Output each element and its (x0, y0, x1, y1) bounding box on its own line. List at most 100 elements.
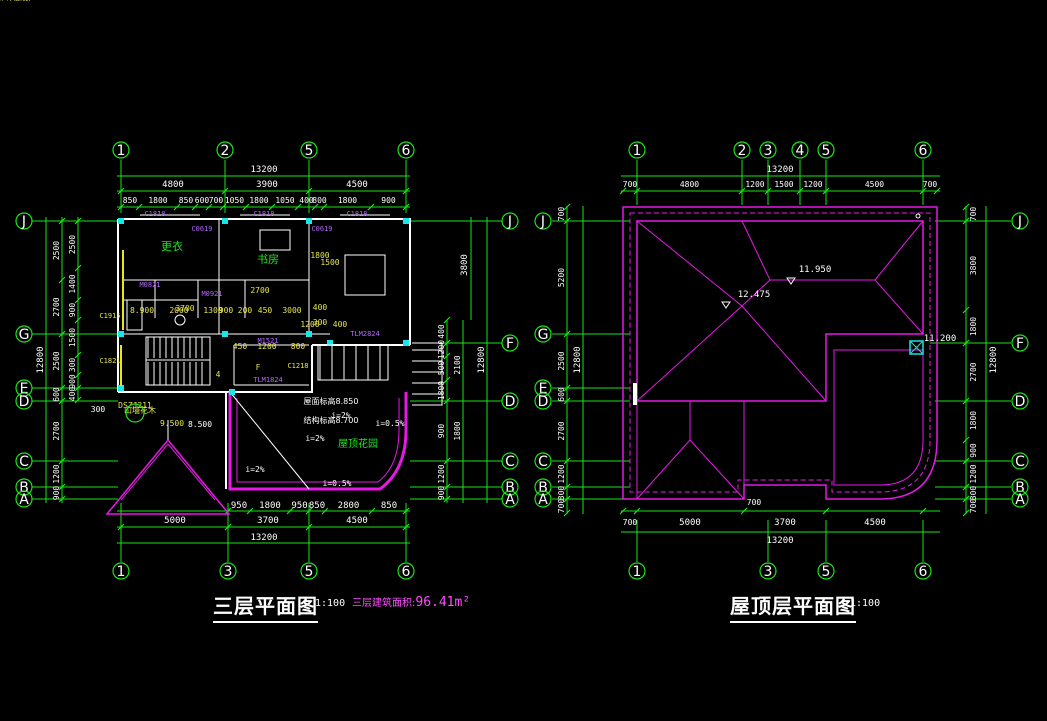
dim-top-row2: 1050 (275, 196, 294, 205)
dim-tick (191, 203, 199, 211)
plan3-label: i=2% (305, 434, 324, 443)
plan3-left-axis-J-label: J (21, 214, 26, 230)
dim-bottom-row2: 850 (381, 501, 397, 511)
roof-dim-right: 900 (969, 443, 978, 458)
roof-dim-bottom: 3700 (774, 518, 796, 528)
plan3-label: 新建门洞口(轴线) (0, 0, 31, 2)
plan3-right-axis-A-circle (501, 490, 519, 508)
plan3-label: C1218 (287, 362, 308, 370)
dim-tick (919, 187, 927, 195)
roof-dim-bottom-extra: 700 (747, 498, 762, 507)
roof-right-axis-C-label: C (1015, 454, 1025, 470)
plan3-label: TLM1824 (253, 376, 283, 384)
plan3-bottom-axis-3-circle (219, 562, 237, 580)
roof-dim-top: 1500 (774, 180, 793, 189)
roof-top-axis-4-circle (791, 141, 809, 159)
roof-outline (622, 206, 938, 500)
dim-top-row2: 900 (381, 196, 396, 205)
roof-dim-left: 1200 (557, 464, 566, 483)
roof-bottom-axis-5-circle (817, 562, 835, 580)
plan3-label: 4 (216, 370, 221, 379)
plan3-top-axis-5-label: 5 (305, 143, 314, 159)
dim-top-row2: 700 (209, 196, 224, 205)
column (118, 218, 124, 224)
plan3-label: i=2% (245, 465, 264, 474)
plan3-top-axis-5-circle (300, 141, 318, 159)
plan3-label: C1818 (144, 210, 165, 218)
roof-dim-right: 1800 (969, 411, 978, 430)
drain (915, 213, 921, 219)
plan3-left-axis-C-circle (15, 452, 33, 470)
plan3-right-axis-C-label: C (505, 454, 515, 470)
dim-tick (962, 397, 970, 405)
downpipe (633, 383, 637, 405)
dim-tick (933, 187, 941, 195)
plan3-left-axis-G-circle (15, 325, 33, 343)
roof-right-axis-B-circle (1011, 478, 1029, 496)
plan3-left-axis-E-label: E (20, 381, 29, 397)
plan3-label: i=0.5% (323, 479, 352, 488)
plan3-right-axis-F-circle (501, 334, 519, 352)
dim-tick (224, 507, 232, 515)
column (403, 218, 409, 224)
dim-tick (294, 203, 302, 211)
dim-tick (224, 523, 232, 531)
roof-top-axis-1-label: 1 (633, 143, 642, 159)
dim-tick (619, 507, 627, 515)
hip-line (689, 439, 745, 500)
dim-tick (205, 203, 213, 211)
stair-outline (145, 336, 211, 386)
dim-tick (58, 330, 66, 338)
dim-tick (402, 187, 410, 195)
dim-tick (962, 339, 970, 347)
area-value: 96.41m² (415, 595, 471, 610)
roof-right-axis-A-label: A (1015, 492, 1025, 508)
dim-left-row2: 400 (68, 387, 77, 402)
bathtub (126, 299, 143, 331)
plan3-label: 450 (233, 342, 248, 351)
plan3-label: C1915 (99, 312, 120, 320)
dim-right-1800: 1800 (453, 421, 462, 440)
dim-left-row2: 1400 (68, 274, 77, 293)
roof-elev-11200: 11.200 (924, 334, 957, 344)
roof-left-axis-D-label: D (538, 394, 549, 410)
roof-left-axis-J-label: J (540, 214, 545, 230)
roof-right-axis-B-label: B (1015, 480, 1025, 496)
plan3-label: 200 (238, 306, 253, 315)
column (403, 340, 409, 346)
roof-dim-left: 5200 (557, 268, 566, 287)
dim-tick (74, 316, 82, 324)
roof-plan-scale: 1:100 (850, 598, 881, 609)
dim-tick (962, 306, 970, 314)
plan3-bottom-axis-5-label: 5 (305, 564, 314, 580)
dim-right-2100: 2100 (453, 355, 462, 374)
dim-top-row2: 850 (179, 196, 194, 205)
dim-tick (367, 203, 375, 211)
roof-dim-left: 300 (557, 486, 566, 501)
lower-roof-gable (105, 420, 231, 515)
roof-top-axis-1-circle (628, 141, 646, 159)
plan3-label: 2700 (250, 286, 269, 295)
roof-top-axis-2-circle (733, 141, 751, 159)
roof-bottom-axis-1-circle (628, 562, 646, 580)
dim-tick (58, 457, 66, 465)
dim-bottom-row2: 950 (231, 501, 247, 511)
roof-bottom-axis-5-label: 5 (822, 564, 831, 580)
dim-tick (443, 397, 451, 405)
plan3-label: TLM2824 (350, 330, 380, 338)
plan3-label: 3700 (175, 304, 194, 313)
dim-tick (368, 507, 376, 515)
roof-right-axis-C-circle (1011, 452, 1029, 470)
area-label: 三层建筑面积: (352, 598, 416, 609)
roof-top-axis-3-circle (759, 141, 777, 159)
plan3-label: M0821 (139, 281, 160, 289)
dim-tick (443, 339, 451, 347)
dim-tick (443, 483, 451, 491)
plan3-right-axis-C-circle (501, 452, 519, 470)
plan3-label: 结构标高8.700 (304, 415, 359, 425)
dim-tick (443, 352, 451, 360)
plan3-label: 300 (91, 405, 106, 414)
dim-tick (74, 384, 82, 392)
plan3-label: 3000 (282, 306, 301, 315)
plan3-label: DSZJ211 (118, 401, 152, 410)
